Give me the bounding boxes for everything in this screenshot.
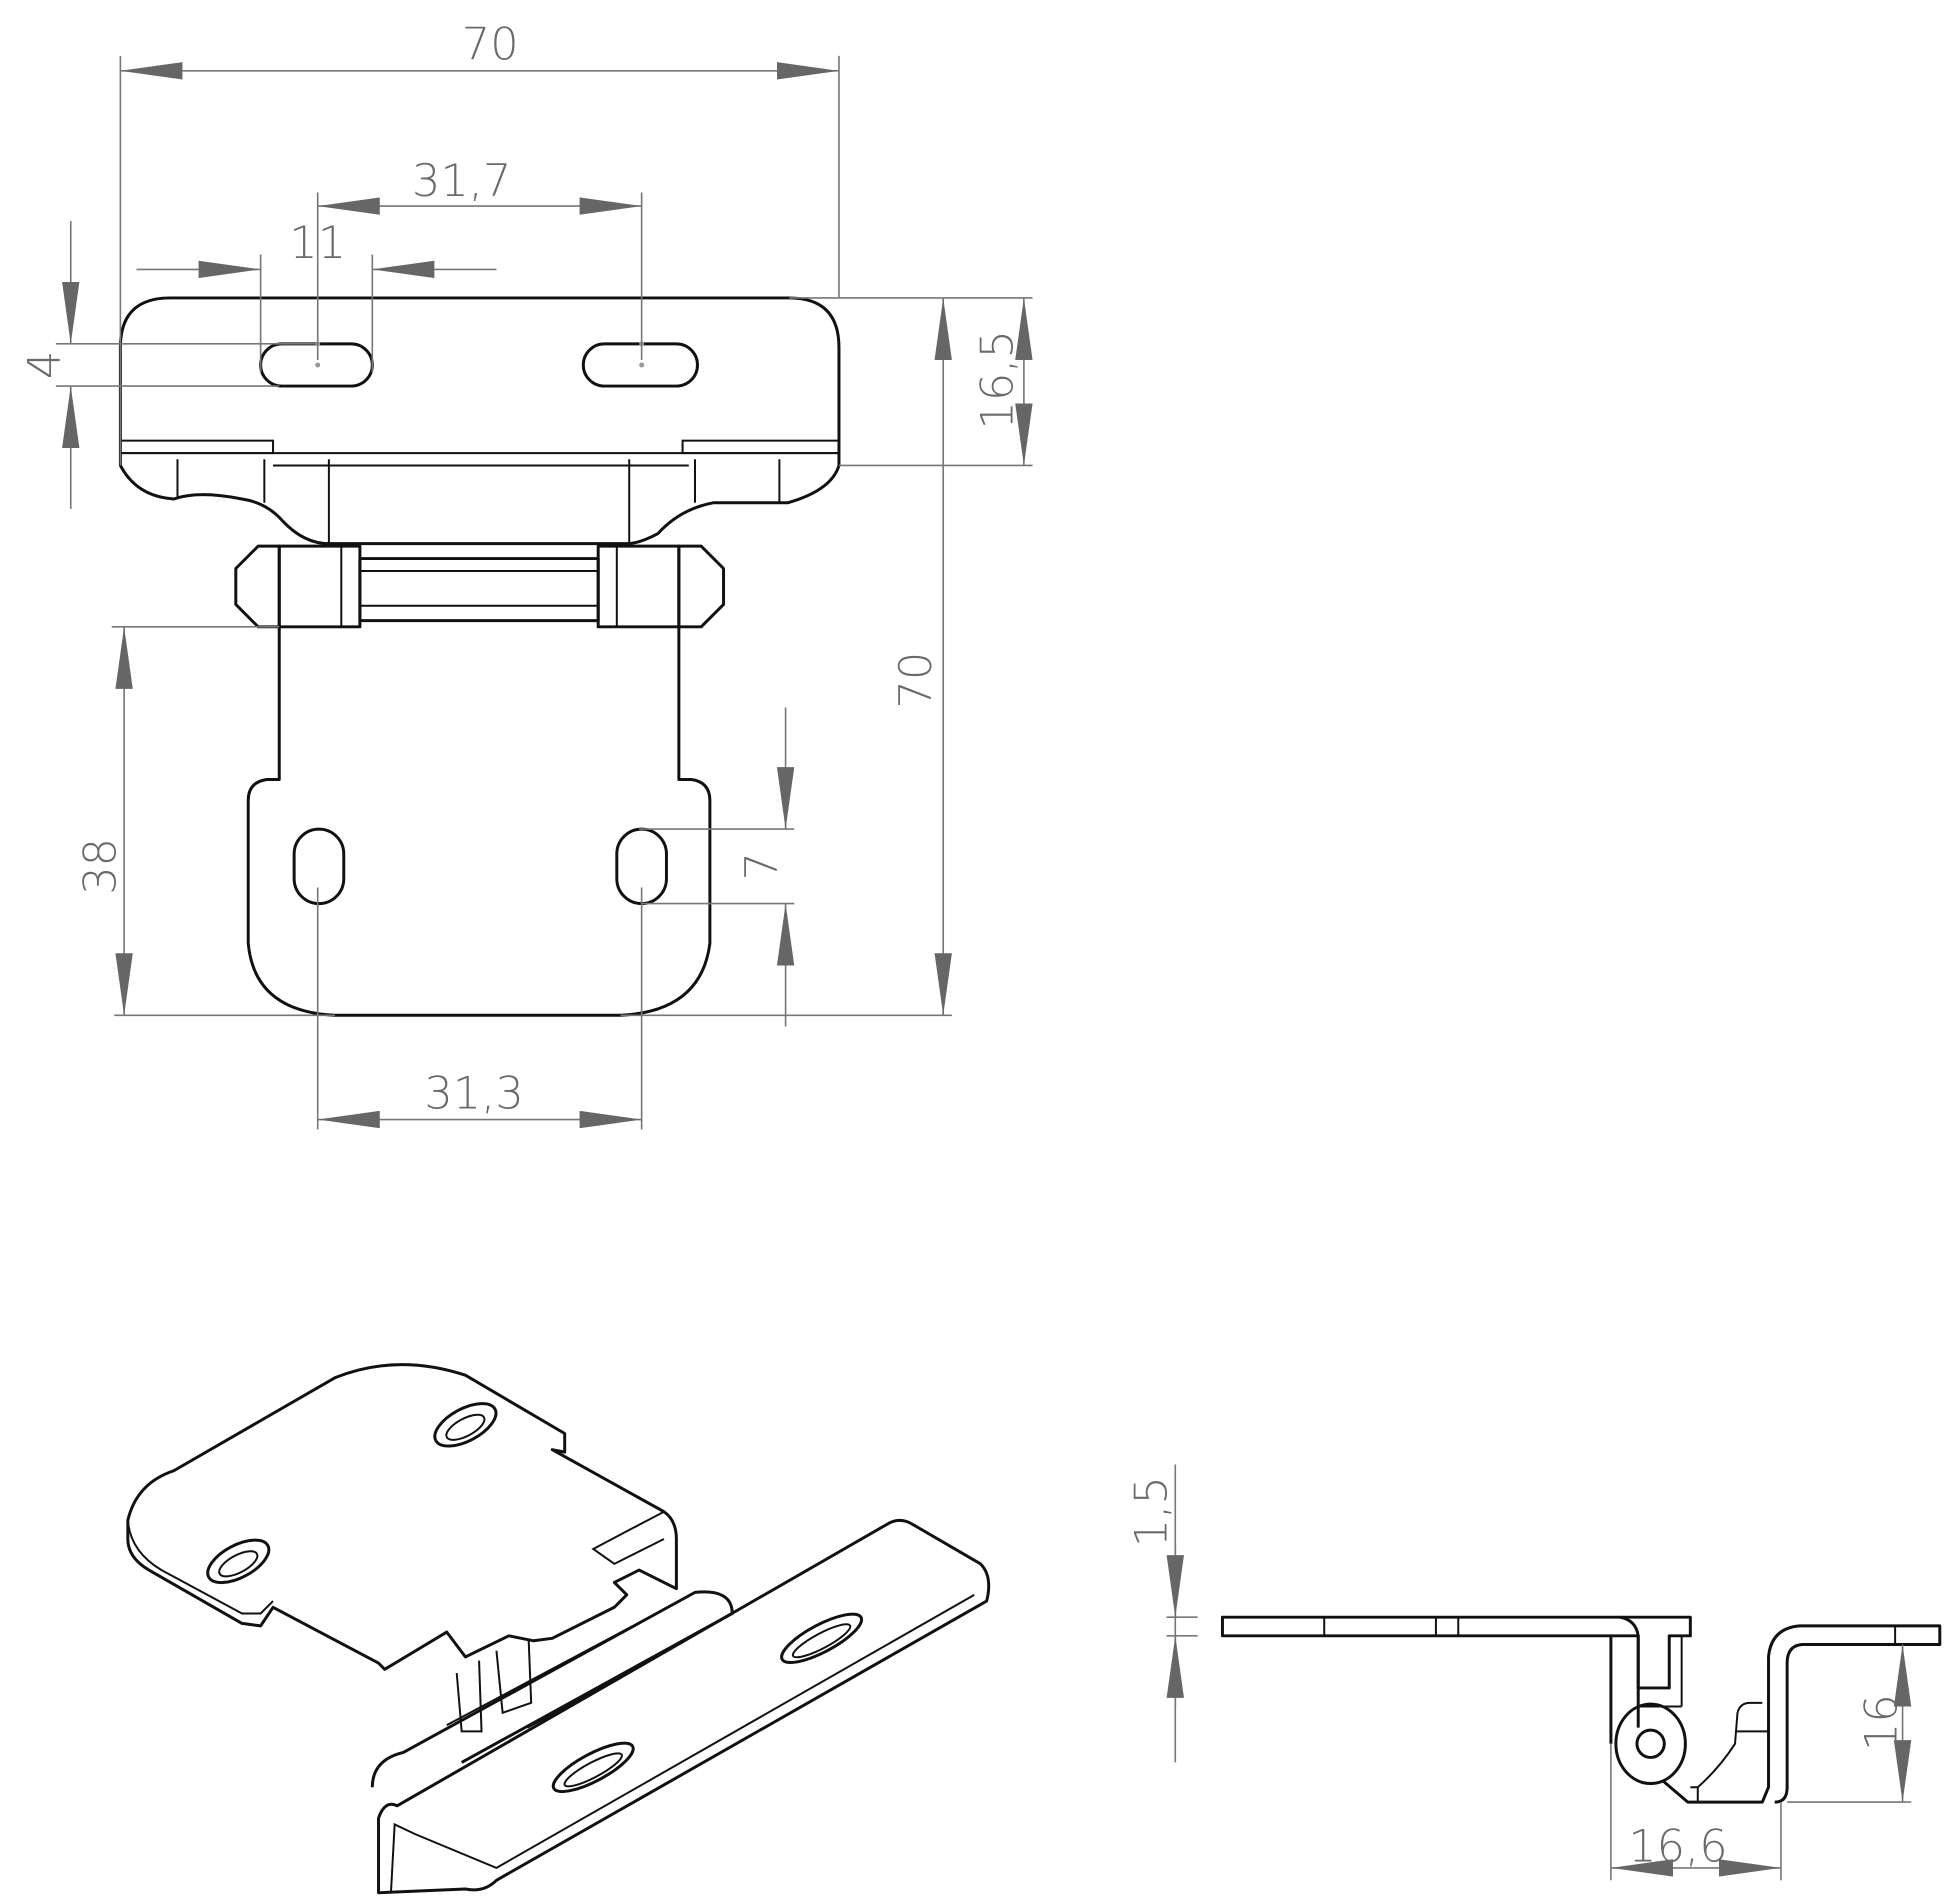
dim-upper-hole-spacing: 31,7 xyxy=(412,155,511,207)
dim-lower-slot-length: 7 xyxy=(736,852,788,880)
lower-slot-left xyxy=(292,827,346,906)
upper-leaf-outline xyxy=(118,296,841,546)
lower-leaf-outline xyxy=(246,626,712,1017)
upper-leaf-tab xyxy=(681,439,840,455)
upper-leaf-tab xyxy=(119,439,275,455)
side-knuckle xyxy=(1614,1702,1687,1785)
dim-thickness: 1,5 xyxy=(1126,1476,1178,1547)
dim-overall-width: 70 xyxy=(462,19,519,71)
dim-slot-width: 4 xyxy=(19,351,71,379)
dim-lower-hole-spacing: 31,3 xyxy=(424,1067,523,1119)
top-view-dimensions: 70 31,7 11 4 16,5 70 38 7 31,3 xyxy=(19,19,1033,1130)
side-left-leaf xyxy=(1220,1615,1692,1690)
iso-upper-leaf xyxy=(126,1363,678,1671)
dim-offset-height: 16 xyxy=(1855,1694,1907,1751)
top-view xyxy=(118,296,841,1017)
iso-lower-leaf xyxy=(377,1518,991,1895)
dim-overall-height: 70 xyxy=(890,652,942,709)
dim-lower-leaf-height: 38 xyxy=(74,838,126,895)
side-view xyxy=(1220,1615,1942,1804)
dim-upper-leaf-height: 16,5 xyxy=(972,330,1024,429)
side-view-dimensions: 1,5 16 16,6 xyxy=(1126,1464,1912,1881)
hinge-barrel xyxy=(234,544,726,629)
isometric-view xyxy=(126,1363,991,1895)
dim-slot-length: 11 xyxy=(289,217,346,269)
dim-knuckle-width: 16,6 xyxy=(1628,1821,1727,1873)
